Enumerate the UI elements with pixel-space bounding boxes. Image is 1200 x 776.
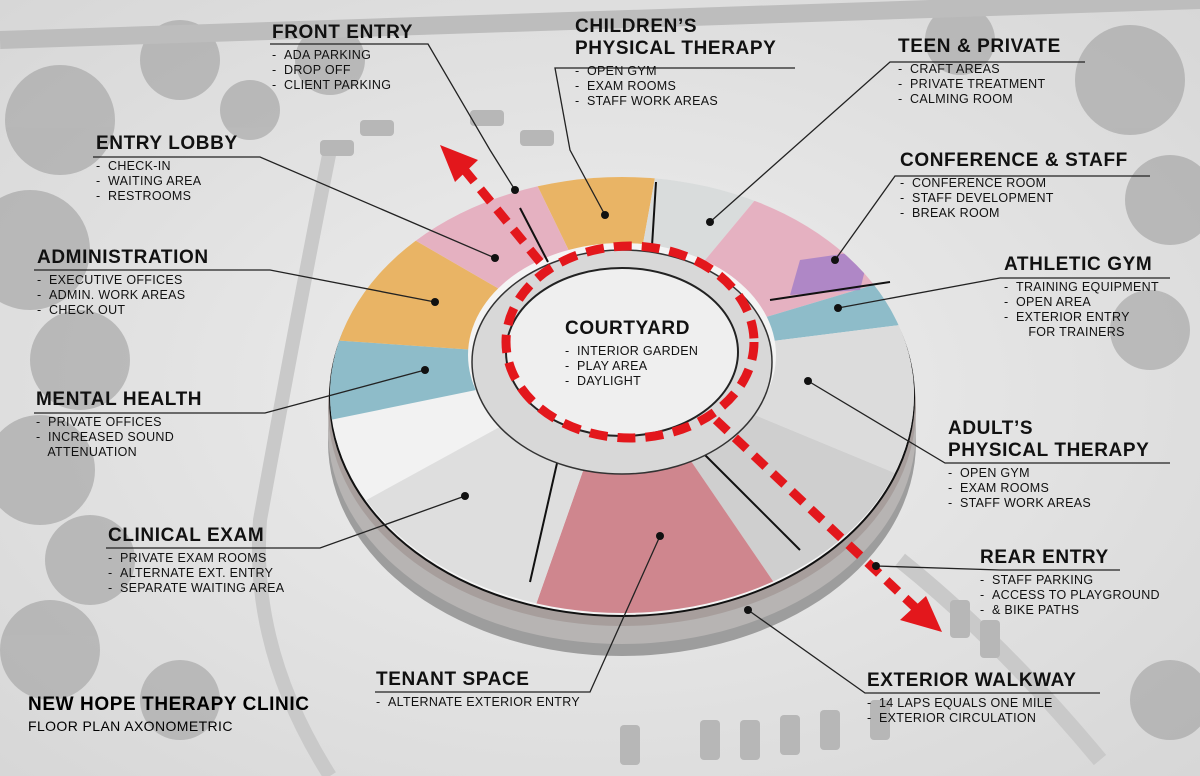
athletic-gym-item: FOR TRAINERS — [1028, 325, 1125, 339]
conference-staff-label: CONFERENCE & STAFF CONFERENCE ROOM STAFF… — [900, 150, 1155, 221]
mental-health-title: MENTAL HEALTH — [36, 389, 203, 410]
courtyard-label: COURTYARD INTERIOR GARDEN PLAY AREA DAYL… — [565, 318, 705, 389]
mental-health-item: PRIVATE OFFICES — [36, 415, 266, 430]
athletic-gym-item: EXTERIOR ENTRY — [1004, 310, 1179, 325]
tenant-space-item: ALTERNATE EXTERIOR ENTRY — [376, 695, 596, 710]
clinical-exam-item: ALTERNATE EXT. ENTRY — [108, 566, 328, 581]
front-entry-item: CLIENT PARKING — [272, 78, 432, 93]
entry-lobby-title: ENTRY LOBBY — [96, 133, 238, 154]
athletic-gym-item: OPEN AREA — [1004, 295, 1179, 310]
adults-pt-item: EXAM ROOMS — [948, 481, 1178, 496]
entry-lobby-item: WAITING AREA — [96, 174, 266, 189]
childrens-pt-title-2: PHYSICAL THERAPY — [575, 38, 777, 59]
clinical-exam-label: CLINICAL EXAM PRIVATE EXAM ROOMS ALTERNA… — [108, 525, 328, 596]
road — [0, 0, 1200, 49]
courtyard-title: COURTYARD — [565, 318, 691, 339]
conference-staff-item: BREAK ROOM — [900, 206, 1155, 221]
clinical-exam-item: PRIVATE EXAM ROOMS — [108, 551, 328, 566]
athletic-gym-item: TRAINING EQUIPMENT — [1004, 280, 1179, 295]
mental-health-label: MENTAL HEALTH PRIVATE OFFICES INCREASED … — [36, 389, 266, 460]
administration-item: CHECK OUT — [37, 303, 267, 318]
parked-cars — [320, 110, 1000, 765]
adults-pt-item: OPEN GYM — [948, 466, 1178, 481]
rear-entry-item: ACCESS TO PLAYGROUND — [980, 588, 1180, 603]
conference-staff-title: CONFERENCE & STAFF — [900, 150, 1128, 171]
front-entry-item: DROP OFF — [272, 63, 432, 78]
exterior-walkway-item: 14 LAPS EQUALS ONE MILE — [867, 696, 1107, 711]
teen-private-title: TEEN & PRIVATE — [898, 36, 1061, 57]
project-subtitle: FLOOR PLAN AXONOMETRIC — [28, 718, 233, 734]
teen-private-item: CRAFT AREAS — [898, 62, 1088, 77]
rear-entry-label: REAR ENTRY STAFF PARKING ACCESS TO PLAYG… — [980, 547, 1180, 618]
front-entry-item: ADA PARKING — [272, 48, 432, 63]
tenant-space-title: TENANT SPACE — [376, 669, 530, 690]
sector-walls — [519, 181, 891, 583]
front-entry-title: FRONT ENTRY — [272, 22, 414, 43]
teen-private-label: TEEN & PRIVATE CRAFT AREAS PRIVATE TREAT… — [898, 36, 1088, 107]
adults-pt-title-2: PHYSICAL THERAPY — [948, 440, 1150, 461]
childrens-pt-item: EXAM ROOMS — [575, 79, 800, 94]
courtyard-item: DAYLIGHT — [565, 374, 705, 389]
administration-title: ADMINISTRATION — [37, 247, 209, 268]
entry-lobby-item: RESTROOMS — [96, 189, 266, 204]
administration-label: ADMINISTRATION EXECUTIVE OFFICES ADMIN. … — [37, 247, 267, 318]
teen-private-item: CALMING ROOM — [898, 92, 1088, 107]
athletic-gym-label: ATHLETIC GYM TRAINING EQUIPMENT OPEN ARE… — [1004, 254, 1179, 340]
entry-lobby-item: CHECK-IN — [96, 159, 266, 174]
childrens-pt-item: STAFF WORK AREAS — [575, 94, 800, 109]
conference-staff-item: CONFERENCE ROOM — [900, 176, 1155, 191]
administration-item: ADMIN. WORK AREAS — [37, 288, 267, 303]
tenant-space-zone — [520, 360, 820, 613]
adults-pt-item: STAFF WORK AREAS — [948, 496, 1178, 511]
tenant-space-label: TENANT SPACE ALTERNATE EXTERIOR ENTRY — [376, 669, 596, 710]
courtyard-item: PLAY AREA — [565, 359, 705, 374]
administration-item: EXECUTIVE OFFICES — [37, 273, 267, 288]
exterior-walkway-label: EXTERIOR WALKWAY 14 LAPS EQUALS ONE MILE… — [867, 670, 1107, 726]
drive — [251, 148, 337, 776]
courtyard-item: INTERIOR GARDEN — [565, 344, 705, 359]
purple-room — [790, 250, 870, 295]
childrens-pt-label: CHILDREN’S PHYSICAL THERAPY OPEN GYM EXA… — [575, 16, 800, 109]
teen-private-item: PRIVATE TREATMENT — [898, 77, 1088, 92]
childrens-pt-item: OPEN GYM — [575, 64, 800, 79]
front-entry-path — [459, 165, 544, 265]
mental-health-item: ATTENUATION — [47, 445, 137, 459]
entry-lobby-label: ENTRY LOBBY CHECK-IN WAITING AREA RESTRO… — [96, 133, 266, 204]
rear-entry-title: REAR ENTRY — [980, 547, 1109, 568]
adults-pt-title-1: ADULT’S — [948, 418, 1034, 439]
adults-pt-label: ADULT’S PHYSICAL THERAPY OPEN GYM EXAM R… — [948, 418, 1178, 511]
front-entry-label: FRONT ENTRY ADA PARKING DROP OFF CLIENT … — [272, 22, 432, 93]
rear-entry-path — [712, 416, 924, 616]
project-name: NEW HOPE THERAPY CLINIC — [28, 694, 310, 715]
clinical-exam-title: CLINICAL EXAM — [108, 525, 265, 546]
exterior-walkway-title: EXTERIOR WALKWAY — [867, 670, 1077, 691]
mental-health-item: INCREASED SOUND — [36, 430, 266, 445]
clinical-exam-item: SEPARATE WAITING AREA — [108, 581, 328, 596]
childrens-pt-title-1: CHILDREN’S — [575, 16, 698, 37]
rear-entry-arrow — [900, 596, 942, 632]
exterior-walkway-item: EXTERIOR CIRCULATION — [867, 711, 1107, 726]
leader-dots — [421, 186, 880, 614]
athletic-gym-title: ATHLETIC GYM — [1004, 254, 1153, 275]
front-entry-arrow — [440, 145, 478, 182]
rear-entry-item: & BIKE PATHS — [980, 603, 1180, 618]
project-title-block: NEW HOPE THERAPY CLINIC FLOOR PLAN AXONO… — [28, 694, 310, 734]
interior-loop-path — [501, 241, 759, 443]
conference-staff-item: STAFF DEVELOPMENT — [900, 191, 1155, 206]
rear-entry-item: STAFF PARKING — [980, 573, 1180, 588]
